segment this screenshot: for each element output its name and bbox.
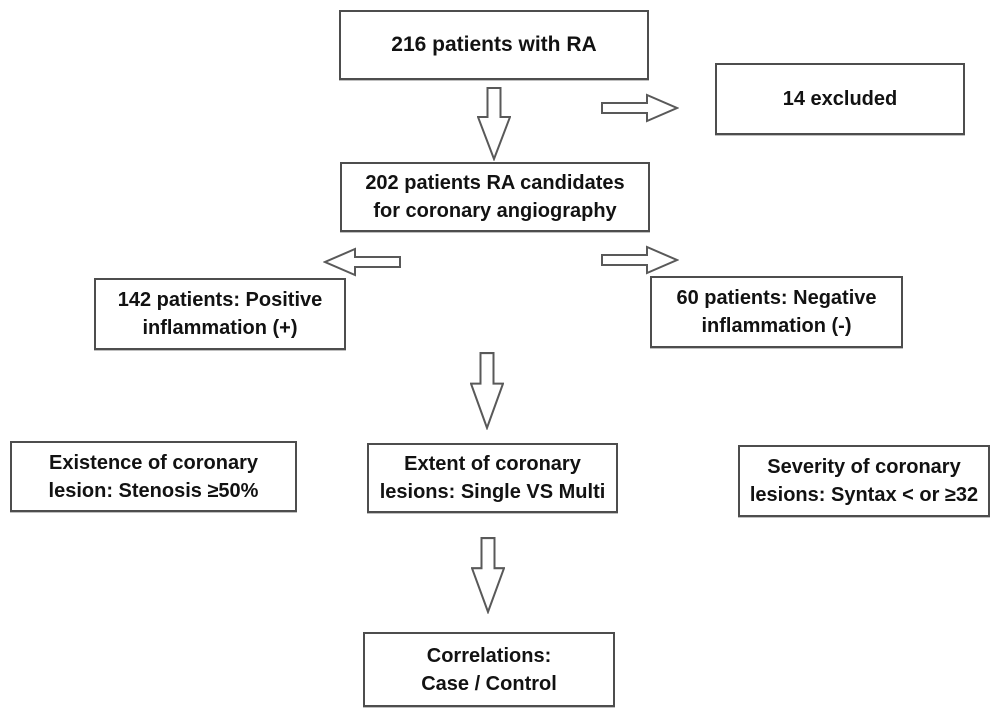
- node-severity-text-line1: Severity of coronary: [767, 456, 961, 478]
- arrow-left-to-positive-icon: [323, 247, 401, 277]
- node-correlations: Correlations: Case / Control: [363, 632, 615, 707]
- node-negative-text-line1: 60 patients: Negative: [676, 287, 877, 309]
- node-negative-text-line2: inflammation (-): [701, 315, 852, 337]
- node-positive-text-line1: 142 patients: Positive: [117, 289, 323, 311]
- node-correlations-text-line1: Correlations:: [426, 644, 552, 667]
- node-excluded-text: 14 excluded: [782, 88, 898, 110]
- node-candidates-text-line1: 202 patients RA candidates: [365, 172, 625, 194]
- arrow-down-to-extent-icon: [470, 352, 504, 430]
- node-candidates-text-line2: for coronary angiography: [373, 200, 617, 222]
- node-candidates: 202 patients RA candidates for coronary …: [340, 162, 650, 232]
- node-existence-lesion: Existence of coronary lesion: Stenosis ≥…: [10, 441, 297, 512]
- node-severity-text-line2: lesions: Syntax < or ≥32: [749, 484, 979, 506]
- node-negative-inflammation: 60 patients: Negative inflammation (-): [650, 276, 903, 348]
- node-extent-lesions: Extent of coronary lesions: Single VS Mu…: [367, 443, 618, 513]
- node-extent-text-line1: Extent of coronary: [404, 453, 581, 475]
- node-total-patients: 216 patients with RA: [339, 10, 649, 80]
- node-extent-text-line2: lesions: Single VS Multi: [379, 481, 606, 503]
- arrow-right-to-negative-icon: [601, 245, 679, 275]
- arrow-down-to-candidates-icon: [477, 87, 511, 161]
- node-existence-text-line2: lesion: Stenosis ≥50%: [48, 479, 259, 502]
- node-severity-lesions: Severity of coronary lesions: Syntax < o…: [738, 445, 990, 517]
- node-existence-text-line1: Existence of coronary: [49, 451, 258, 474]
- node-excluded: 14 excluded: [715, 63, 965, 135]
- arrow-down-to-correlations-icon: [471, 537, 505, 614]
- arrow-right-to-excluded-icon: [601, 93, 679, 123]
- node-positive-inflammation: 142 patients: Positive inflammation (+): [94, 278, 346, 350]
- node-correlations-text-line2: Case / Control: [421, 672, 557, 695]
- node-positive-text-line2: inflammation (+): [142, 317, 298, 339]
- node-total-patients-text: 216 patients with RA: [391, 33, 597, 56]
